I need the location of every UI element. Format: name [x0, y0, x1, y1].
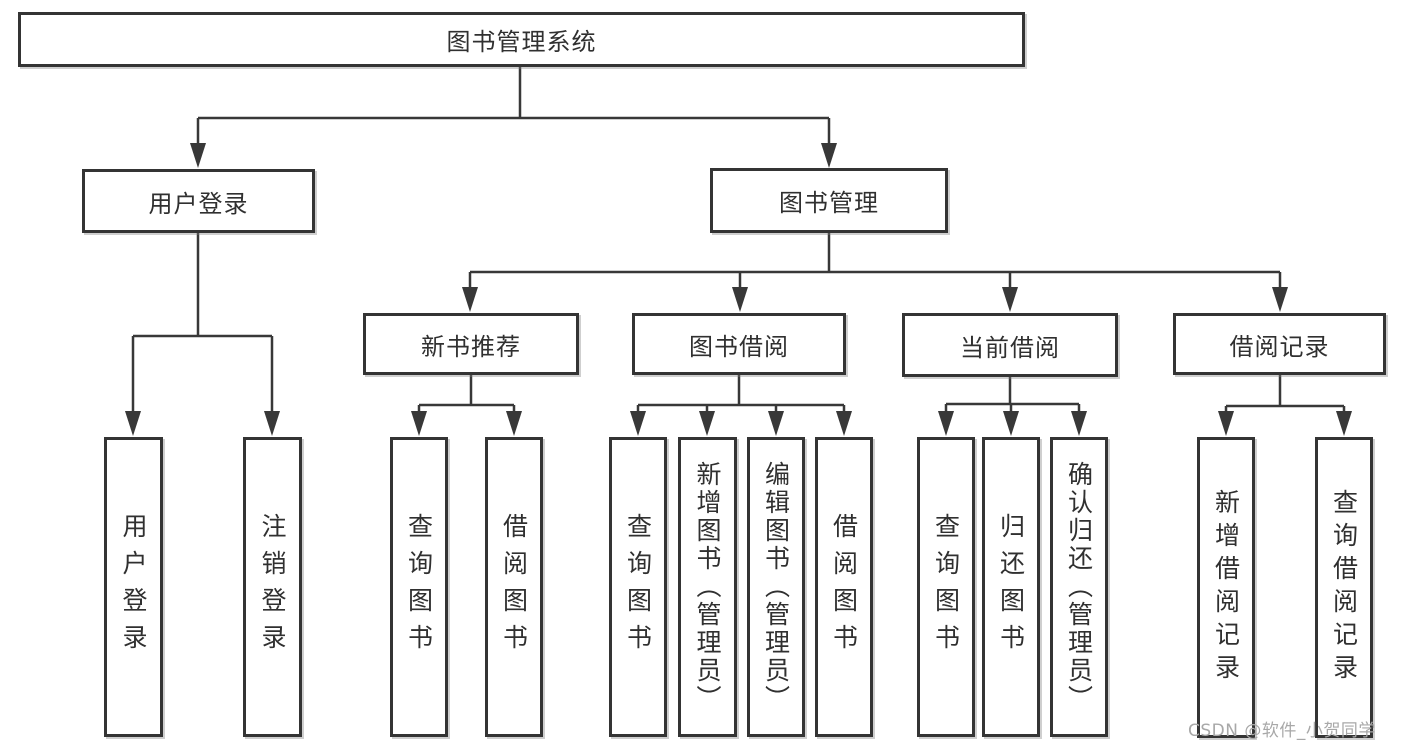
leaf-add-borrow-record-label: 新增借阅记录: [1211, 488, 1241, 687]
leaf-borrow-books-2-label: 借阅图书: [829, 513, 859, 661]
leaf-return-books-label: 归还图书: [996, 513, 1026, 661]
node-book-borrow: 图书借阅: [632, 313, 846, 375]
leaf-add-borrow-record: 新增借阅记录: [1197, 437, 1255, 738]
connector-user-login: [131, 233, 274, 418]
leaf-user-login: 用户登录: [104, 437, 163, 737]
node-book-borrow-label: 图书借阅: [689, 332, 789, 361]
node-book-mgmt: 图书管理: [710, 168, 948, 233]
node-current-borrow: 当前借阅: [902, 313, 1118, 377]
node-borrow-records-label: 借阅记录: [1229, 332, 1330, 361]
node-current-borrow-label: 当前借阅: [960, 333, 1060, 362]
leaf-query-borrow-record: 查询借阅记录: [1315, 437, 1373, 738]
node-new-books: 新书推荐: [363, 313, 579, 375]
leaf-add-books-admin-label: 新增图书（管理员）: [693, 461, 722, 713]
arrowheads: [125, 143, 1352, 436]
leaf-query-books-1: 查询图书: [390, 437, 448, 737]
connector-borrow-records: [1224, 375, 1346, 418]
leaf-query-books-2-label: 查询图书: [623, 513, 653, 661]
node-book-mgmt-label: 图书管理: [779, 189, 879, 217]
connector-root: [196, 67, 831, 150]
leaf-query-books-2: 查询图书: [609, 437, 667, 737]
leaf-logout-label: 注销登录: [258, 513, 287, 661]
node-new-books-label: 新书推荐: [421, 332, 521, 361]
leaf-add-books-admin: 新增图书（管理员）: [678, 437, 737, 737]
node-root-label: 图书管理系统: [446, 28, 597, 56]
node-root: 图书管理系统: [18, 12, 1025, 67]
leaf-borrow-books-2: 借阅图书: [815, 437, 873, 737]
node-user-login-label: 用户登录: [148, 189, 249, 218]
leaf-edit-books-admin-label: 编辑图书（管理员）: [761, 461, 791, 713]
connector-book-mgmt: [468, 233, 1282, 294]
leaf-confirm-return-admin-label: 确认归还（管理员）: [1064, 461, 1094, 713]
leaf-logout: 注销登录: [243, 437, 302, 737]
node-user-login: 用户登录: [82, 169, 315, 233]
leaf-borrow-books-1: 借阅图书: [485, 437, 543, 737]
leaf-edit-books-admin: 编辑图书（管理员）: [747, 437, 805, 737]
leaf-query-books-3-label: 查询图书: [931, 513, 961, 661]
leaf-confirm-return-admin: 确认归还（管理员）: [1050, 437, 1108, 737]
node-borrow-records: 借阅记录: [1173, 313, 1386, 375]
connector-new-books: [417, 375, 516, 418]
leaf-user-login-label: 用户登录: [119, 513, 148, 661]
leaf-return-books: 归还图书: [982, 437, 1040, 737]
connector-book-borrow: [636, 375, 846, 418]
leaf-query-books-1-label: 查询图书: [404, 513, 434, 661]
leaf-query-books-3: 查询图书: [917, 437, 975, 737]
leaf-borrow-books-1-label: 借阅图书: [499, 513, 529, 661]
leaf-query-borrow-record-label: 查询借阅记录: [1329, 488, 1359, 687]
csdn-watermark: CSDN @软件_小贺同学: [1188, 721, 1376, 741]
